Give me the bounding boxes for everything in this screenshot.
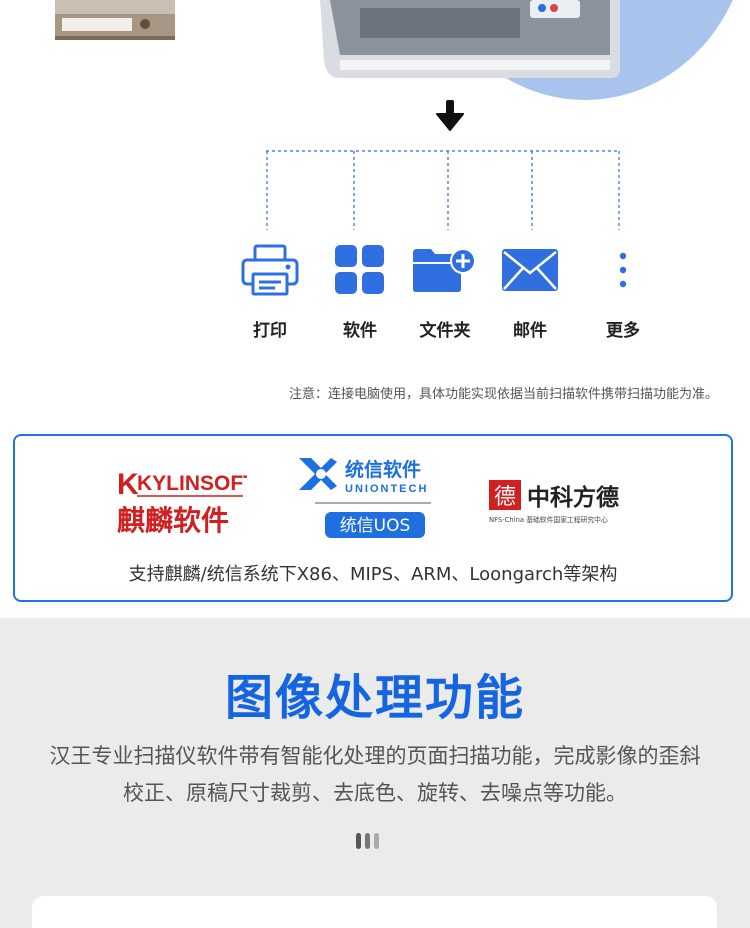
content-card [32,896,717,928]
svg-text:K: K [117,468,139,501]
more-vertical-icon [619,252,627,288]
destination-label: 邮件 [513,321,547,341]
pagination-indicator [356,833,379,849]
nfs-sub-text: NFS-China 基础软件国家工程研究中心 [489,515,608,524]
description-line: 汉王专业扫描仪软件带有智能化处理的页面扫描功能，完成影像的歪斜 [49,744,701,768]
destination-mail: 邮件 [490,240,570,341]
os-support-panel: K KYLINSOFT 麒麟软件 统信软件 UNIONTECH 统信UOS 德 … [13,434,733,602]
nfs-china-logo: 德 中科方德 NFS-China 基础软件国家工程研究中心 [489,478,634,526]
description-line: 校正、原稿尺寸裁剪、去底色、旋转、去噪点等功能。 [123,781,627,805]
nfs-char-text: 德 [494,485,516,510]
arrow-down-icon [436,100,464,131]
destination-folder: 文件夹 [405,240,485,341]
destination-more: 更多 [583,240,663,341]
nfs-cn-text: 中科方德 [527,484,619,511]
section-title: 图像处理功能 [224,670,525,726]
binders-illustration [55,0,175,40]
union-uos-text: 统信UOS [340,516,411,536]
kylin-en-text: KYLINSOFT [137,472,247,495]
section-description: 汉王专业扫描仪软件带有智能化处理的页面扫描功能，完成影像的歪斜 校正、原稿尺寸裁… [20,738,730,812]
kylin-cn-text: 麒麟软件 [117,504,229,537]
destination-software: 软件 [320,240,400,341]
architecture-support-text: 支持麒麟/统信系统下X86、MIPS、ARM、Loongarch等架构 [128,564,618,585]
union-en-text: UNIONTECH [345,483,428,495]
kylinsoft-logo: K KYLINSOFT 麒麟软件 [117,458,256,538]
apps-grid-icon [335,245,384,294]
destination-label: 打印 [253,321,287,341]
scanner-illustration [320,0,620,78]
destination-print: 打印 [230,240,310,341]
usage-note: 注意：连接电脑使用，具体功能实现依据当前扫描软件携带扫描功能为准。 [288,387,718,402]
mail-icon [502,249,558,291]
destination-label: 文件夹 [419,321,471,341]
printer-icon [241,244,299,296]
folder-add-icon [413,248,476,292]
destination-label: 软件 [343,321,377,341]
destination-label: 更多 [606,321,640,341]
branch-connector [266,150,620,230]
image-processing-section: 图像处理功能 汉王专业扫描仪软件带有智能化处理的页面扫描功能，完成影像的歪斜 校… [0,618,750,928]
union-cn-text: 统信软件 [345,458,421,481]
uniontech-logo: 统信软件 UNIONTECH 统信UOS [297,456,437,542]
product-illustration: 打印 软件 文件夹 [0,0,750,410]
